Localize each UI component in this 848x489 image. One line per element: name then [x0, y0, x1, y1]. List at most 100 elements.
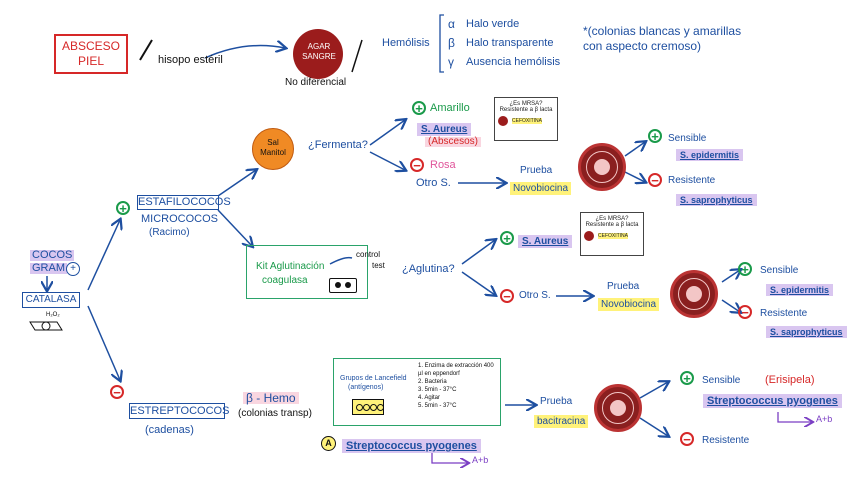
- s-aureus2-label: S. Aureus: [518, 232, 573, 248]
- sensible-label: Sensible: [668, 133, 707, 144]
- test-dot: [345, 282, 351, 288]
- rosa-label: Rosa: [430, 159, 456, 171]
- test-label: test: [372, 261, 385, 270]
- s-saprophyticus-label: S. saprophyticus: [676, 191, 757, 207]
- kit-line2: coagulasa: [262, 275, 308, 286]
- mrsa-card-2: ¿Es MRSA? Resistente a β lacta CEFOXITIN…: [580, 212, 644, 256]
- s-epidermitis2-text: S. epidermitis: [766, 284, 834, 296]
- bacitracina-text: bacitracina: [534, 415, 589, 428]
- s-aureus-label: S. Aureus: [417, 120, 472, 136]
- lancefield-box: [333, 358, 501, 426]
- amarillo-label: Amarillo: [430, 102, 470, 114]
- prueba3-label: Prueba: [540, 396, 573, 407]
- alpha-symbol: α: [448, 17, 455, 31]
- plus-icon: +: [412, 101, 426, 115]
- mrsa-resistente: Resistente a β lacta: [499, 107, 553, 113]
- estafilococos-label: ESTAFILOCOCOS: [138, 196, 231, 208]
- mrsa-question-2: ¿Es MRSA?: [595, 216, 629, 222]
- mini-plate-icon: [498, 116, 508, 126]
- novobiocina2-text: Novobiocina: [598, 298, 660, 311]
- colonias-transp-label: (colonias transp): [238, 408, 312, 419]
- bacitracina-petri: [594, 384, 642, 432]
- kit-line1: Kit Aglutinación: [256, 261, 325, 272]
- card-well: [370, 404, 377, 411]
- minus-icon: −: [680, 432, 694, 446]
- otro-s2-label: Otro S.: [519, 290, 551, 301]
- alpha-text: Halo verde: [466, 18, 520, 30]
- catalasa-box: CATALASA: [22, 292, 80, 308]
- resistente2-label: Resistente: [760, 308, 808, 319]
- prueba2-label: Prueba: [607, 281, 640, 292]
- step-5: 5. 5min - 37°C: [418, 403, 457, 409]
- antibiotic-disk: [610, 400, 626, 416]
- antibiotic-disk: [594, 159, 610, 175]
- gamma-symbol: γ: [448, 55, 454, 69]
- card-well: [356, 404, 363, 411]
- plus-icon: +: [648, 129, 662, 143]
- absceso-label: ABSCESO PIEL: [61, 39, 121, 68]
- s-saprophyticus-text: S. saprophyticus: [676, 194, 757, 206]
- control-label: control: [356, 250, 381, 259]
- petri-ring: [602, 392, 634, 424]
- s-epidermitis2-label: S. epidermitis: [766, 281, 834, 297]
- card-well: [363, 404, 370, 411]
- novobiocina2-label: Novobiocina: [598, 295, 660, 311]
- sal-manitol-label: Sal Manitol: [260, 138, 286, 157]
- atb2-label: A+b: [816, 414, 833, 424]
- beta-text: Halo transparente: [466, 37, 554, 49]
- cocos-label: COCOS: [30, 249, 75, 261]
- estreptococos-label: ESTREPTOCOCOS: [130, 405, 230, 417]
- atb-label: A+b: [472, 455, 489, 465]
- minus-icon: −: [648, 173, 662, 187]
- s-saprophyticus2-text: S. saprophyticus: [766, 326, 847, 338]
- kit-box: [246, 245, 368, 299]
- group-a-badge: A: [321, 436, 336, 451]
- novobiocina-petri-2: [670, 270, 718, 318]
- cadenas-label: (cadenas): [145, 424, 194, 436]
- s-pyogenes2-label: Streptococcus pyogenes: [703, 392, 842, 408]
- lancefield-steps: 1. Enzima de extracción 400 µl en eppend…: [418, 362, 500, 410]
- beta-hemo-label: β - Hemo: [243, 392, 299, 404]
- resistente3-label: Resistente: [702, 435, 750, 446]
- step-3: 3. 5min - 37°C: [418, 387, 457, 393]
- no-diferencial-label: No diferencial: [285, 77, 347, 88]
- novobiocina-text: Novobiocina: [510, 182, 572, 195]
- step-2: 2. Bacteria: [418, 379, 447, 385]
- resistente-label: Resistente: [668, 175, 716, 186]
- sensible2-label: Sensible: [760, 265, 799, 276]
- racimo-label: (Racimo): [149, 227, 190, 238]
- estafilococos-box: ESTAFILOCOCOS: [137, 195, 231, 210]
- mrsa-card: ¿Es MRSA? Resistente a β lacta CEFOXITIN…: [494, 97, 558, 141]
- catalasa-label: CATALASA: [25, 294, 77, 305]
- s-epidermitis-label: S. epidermitis: [676, 146, 744, 162]
- lancefield-sub: (antígenos): [348, 384, 384, 391]
- fermenta-label: ¿Fermenta?: [308, 139, 368, 151]
- plus-icon: +: [116, 201, 130, 215]
- mrsa-resistente-2: Resistente a β lacta: [585, 222, 639, 228]
- card-well: [377, 404, 384, 411]
- cefoxitina-label: CEFOXITINA: [512, 118, 543, 124]
- minus-icon: −: [410, 158, 424, 172]
- hemolisis-label: Hemólisis: [382, 37, 430, 49]
- hisopo-label: hisopo estéril: [158, 54, 223, 66]
- agar-label: AGAR SANGRE: [302, 42, 336, 61]
- step-1: 1. Enzima de extracción 400 µl en eppend…: [418, 363, 494, 377]
- s-aureus-text: S. Aureus: [417, 123, 472, 136]
- gram-label: GRAM: [30, 262, 67, 274]
- s-pyogenes-text: Streptococcus pyogenes: [342, 439, 481, 453]
- novobiocina-petri: [578, 143, 626, 191]
- colonias-note: *(colonias blancas y amarillas con aspec…: [583, 24, 742, 53]
- beta-symbol: β: [448, 36, 455, 50]
- minus-icon: −: [500, 289, 514, 303]
- antibiotic-disk: [686, 286, 702, 302]
- step-4: 4. Agitar: [418, 395, 441, 401]
- s-pyogenes-label: Streptococcus pyogenes: [342, 437, 481, 453]
- cefoxitina-label-2: CEFOXITINA: [598, 233, 629, 239]
- sal-manitol-plate: [252, 128, 294, 170]
- petri-ring: [678, 278, 710, 310]
- s-saprophyticus2-label: S. saprophyticus: [766, 323, 847, 339]
- prueba-label: Prueba: [520, 165, 553, 176]
- abscesos-label: (Abscesos): [425, 137, 482, 147]
- control-dot: [335, 282, 341, 288]
